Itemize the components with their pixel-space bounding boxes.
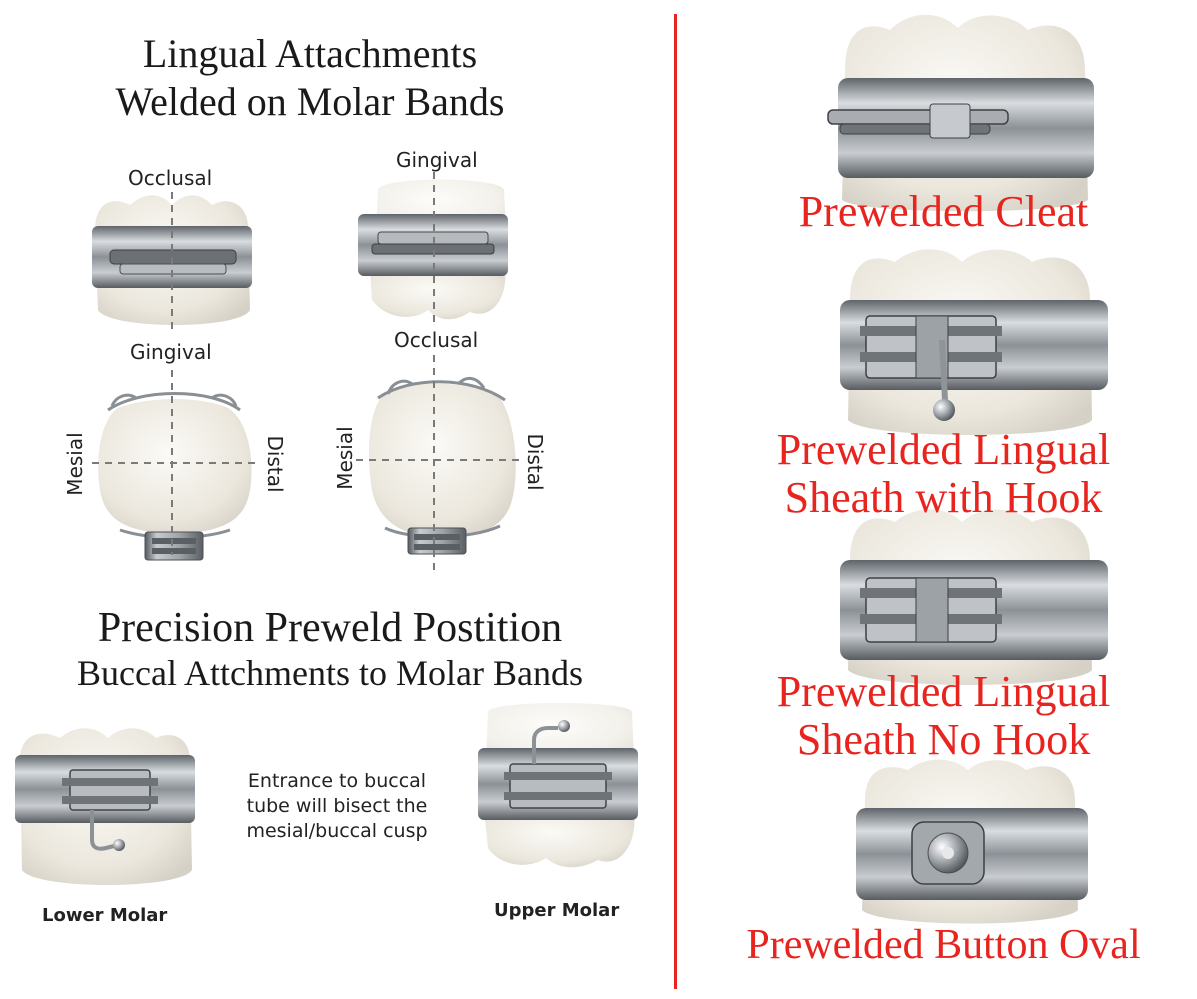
lower-molar-buccal-image (15, 728, 195, 885)
product-2-line2: Sheath with Hook (784, 473, 1103, 522)
product-sheath-nohook-caption: Prewelded Lingual Sheath No Hook (690, 670, 1197, 762)
buccal-note-line3: mesial/buccal cusp (246, 820, 428, 842)
label-occlusal-top: Occlusal (128, 166, 213, 190)
upper-molar-occlusal-view (368, 377, 516, 555)
product-sheath-hook-caption: Prewelded Lingual Sheath with Hook (690, 428, 1197, 520)
label-gingival-top: Gingival (396, 148, 478, 172)
lingual-illustrations (92, 172, 520, 575)
upper-molar-buccal-image (478, 703, 638, 868)
label-gingival-mid: Gingival (130, 340, 212, 364)
lower-molar-occlusal-view (98, 392, 252, 561)
cleat-image (827, 14, 1094, 212)
label-occlusal-mid: Occlusal (394, 328, 479, 352)
upper-molar-side-view (358, 179, 508, 320)
buccal-title-line1: Precision Preweld Postition (97, 605, 563, 651)
buccal-title-line2: Buccal Attchments to Molar Bands (77, 653, 583, 693)
product-1-line1: Prewelded Cleat (798, 187, 1089, 236)
product-3-line1: Prewelded Lingual (776, 667, 1111, 716)
product-cleat-caption: Prewelded Cleat (690, 190, 1197, 234)
upper-molar-label: Upper Molar (494, 900, 620, 921)
product-2-line1: Prewelded Lingual (776, 425, 1111, 474)
button-oval-image (856, 759, 1088, 924)
product-4-line1: Prewelded Button Oval (746, 922, 1141, 968)
lower-molar-label: Lower Molar (42, 905, 168, 926)
product-button-oval-caption: Prewelded Button Oval (690, 924, 1197, 966)
sheath-no-hook-image (840, 509, 1108, 685)
section-divider (674, 14, 677, 989)
buccal-illustrations (15, 703, 638, 885)
lingual-title-line1: Lingual Attachments (142, 31, 478, 76)
lingual-title-line2: Welded on Molar Bands (115, 79, 505, 124)
product-3-line2: Sheath No Hook (796, 715, 1091, 764)
product-illustrations (827, 14, 1108, 924)
buccal-tube-note: Entrance to buccal tube will bisect the … (224, 769, 450, 844)
sheath-with-hook-image (840, 249, 1108, 435)
buccal-note-line1: Entrance to buccal (247, 770, 427, 792)
buccal-note-line2: tube will bisect the (246, 795, 428, 817)
guide-lines (92, 172, 520, 575)
